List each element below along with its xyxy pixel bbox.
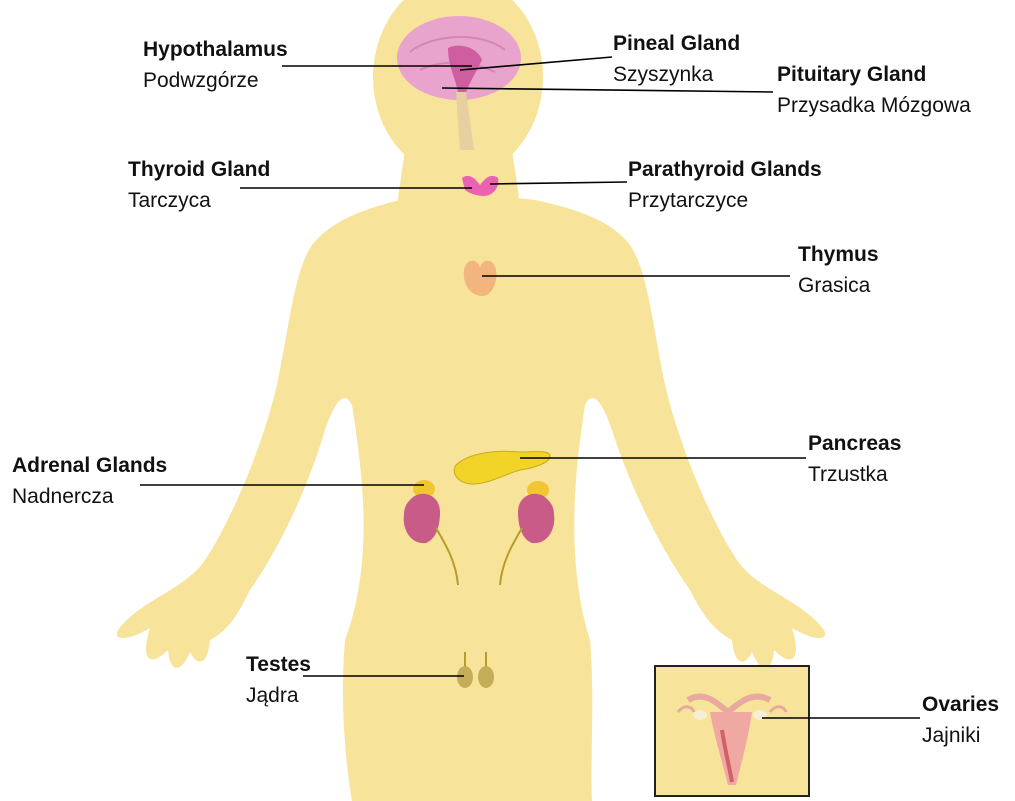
label-testes: Testes Jądra: [246, 649, 311, 711]
label-ovaries-en: Ovaries: [922, 689, 999, 720]
label-pancreas-pl: Trzustka: [808, 459, 901, 490]
label-pituitary-pl: Przysadka Mózgowa: [777, 90, 971, 121]
label-pituitary: Pituitary Gland Przysadka Mózgowa: [777, 59, 971, 121]
label-pancreas-en: Pancreas: [808, 428, 901, 459]
label-thymus-en: Thymus: [798, 239, 879, 270]
label-pineal-en: Pineal Gland: [613, 28, 740, 59]
label-thymus-pl: Grasica: [798, 270, 879, 301]
label-parathyroid-pl: Przytarczyce: [628, 185, 822, 216]
label-adrenal-pl: Nadnercza: [12, 481, 167, 512]
label-hypothalamus: Hypothalamus Podwzgórze: [143, 34, 288, 96]
label-thymus: Thymus Grasica: [798, 239, 879, 301]
label-pituitary-en: Pituitary Gland: [777, 59, 971, 90]
label-parathyroid-en: Parathyroid Glands: [628, 154, 822, 185]
label-adrenal-en: Adrenal Glands: [12, 450, 167, 481]
label-adrenal: Adrenal Glands Nadnercza: [12, 450, 167, 512]
label-pineal: Pineal Gland Szyszynka: [613, 28, 740, 90]
label-testes-en: Testes: [246, 649, 311, 680]
label-pineal-pl: Szyszynka: [613, 59, 740, 90]
label-ovaries-pl: Jajniki: [922, 720, 999, 751]
label-thyroid-pl: Tarczyca: [128, 185, 270, 216]
label-hypothalamus-en: Hypothalamus: [143, 34, 288, 65]
label-thyroid-en: Thyroid Gland: [128, 154, 270, 185]
label-thyroid: Thyroid Gland Tarczyca: [128, 154, 270, 216]
label-hypothalamus-pl: Podwzgórze: [143, 65, 288, 96]
label-pancreas: Pancreas Trzustka: [808, 428, 901, 490]
ovaries-inset: [655, 666, 809, 796]
label-ovaries: Ovaries Jajniki: [922, 689, 999, 751]
label-parathyroid: Parathyroid Glands Przytarczyce: [628, 154, 822, 216]
label-testes-pl: Jądra: [246, 680, 311, 711]
